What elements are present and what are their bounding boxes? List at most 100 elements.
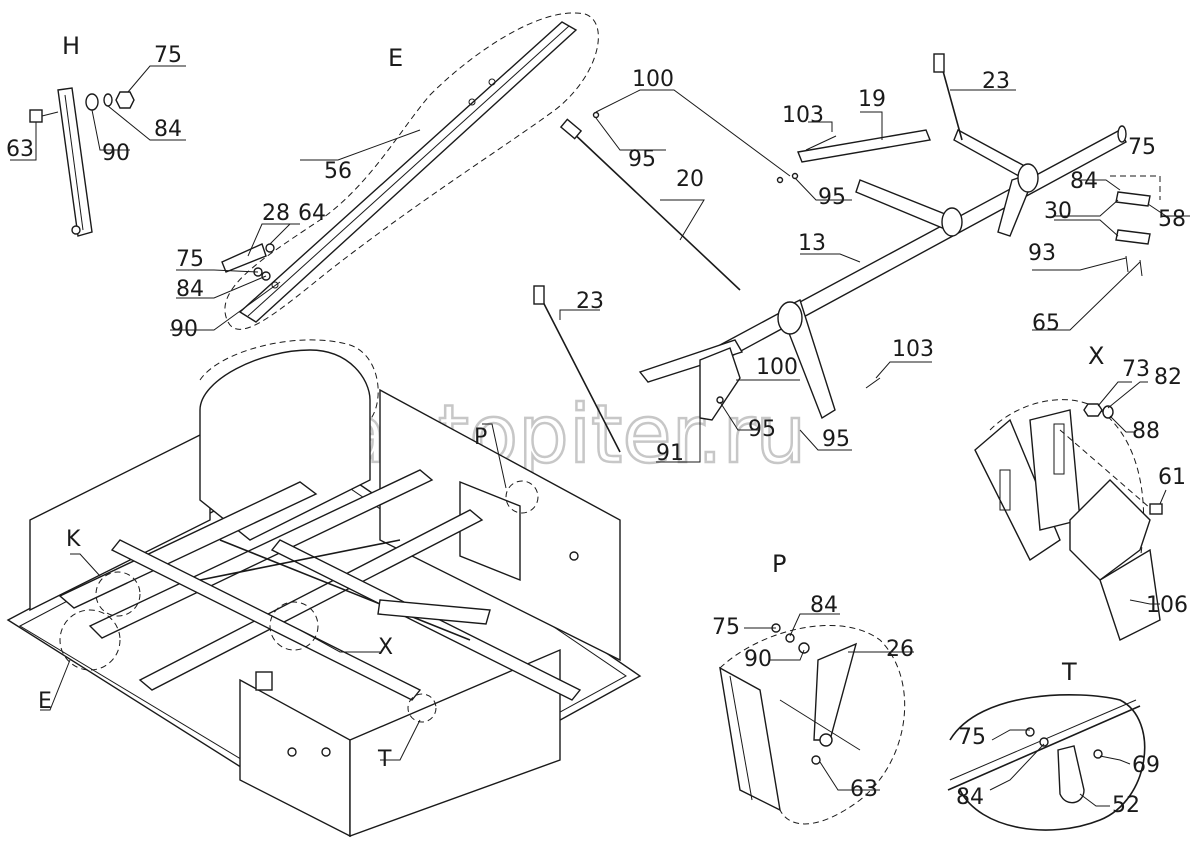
leader <box>482 423 507 489</box>
leader <box>991 729 1030 741</box>
detail-h: H 75 63 90 84 <box>6 32 186 237</box>
leader <box>1097 381 1132 407</box>
detail-h-bolt <box>29 109 43 123</box>
callout-75: 75 <box>958 725 986 750</box>
callout-23: 23 <box>982 69 1010 94</box>
leader <box>1099 755 1131 765</box>
detail-e: E 56 28 64 75 84 90 <box>170 12 599 342</box>
detail-e-bolt <box>265 243 275 253</box>
pin-103b <box>865 377 881 389</box>
leader <box>10 122 37 161</box>
detail-x-title: X <box>1088 342 1104 370</box>
leader <box>176 269 259 273</box>
leader <box>819 761 880 791</box>
callout-64: 64 <box>298 201 326 226</box>
detail-t-outline <box>949 694 1146 831</box>
callout-106: 106 <box>1146 593 1188 618</box>
callout-93: 93 <box>1028 241 1056 266</box>
callout-13: 13 <box>798 231 826 256</box>
detail-p-lock-washer <box>785 633 795 643</box>
detail-t-lock-washer <box>1039 737 1049 747</box>
leader <box>1054 199 1119 217</box>
callout-100: 100 <box>632 67 674 92</box>
callout-30: 30 <box>1044 199 1072 224</box>
detail-x-nut <box>1083 403 1103 417</box>
callout-61: 61 <box>1158 465 1186 490</box>
rod-20-end <box>559 118 583 140</box>
callout-95: 95 <box>628 147 656 172</box>
frame-beam <box>270 539 582 701</box>
leader <box>1032 261 1141 331</box>
callout-84: 84 <box>810 593 838 618</box>
leader <box>300 129 421 161</box>
cable-23-end <box>933 53 945 73</box>
leader <box>1107 381 1148 409</box>
detail-ref-k <box>95 571 141 617</box>
leader <box>595 117 666 151</box>
detail-e-outline <box>224 12 599 330</box>
pin-103 <box>805 135 837 151</box>
ref-p: P <box>474 425 487 450</box>
detail-x-block <box>1069 479 1151 581</box>
housing-hood <box>199 349 371 541</box>
washer-95 <box>791 172 799 180</box>
washer-95 <box>592 111 600 119</box>
housing-fitting <box>287 747 297 757</box>
callout-84: 84 <box>176 277 204 302</box>
detail-h-bolt-shank <box>41 111 59 117</box>
callout-84: 84 <box>956 785 984 810</box>
dashed-boundary <box>1110 175 1161 200</box>
callout-84: 84 <box>154 117 182 142</box>
detail-h-title: H <box>62 32 80 60</box>
clamp-58 <box>1115 229 1151 245</box>
housing-back-wall <box>29 428 211 612</box>
callout-100: 100 <box>756 355 798 380</box>
detail-e-hole <box>271 281 279 289</box>
detail-t: T 75 84 69 52 <box>947 658 1160 831</box>
detail-e-title: E <box>388 44 403 72</box>
callout-73: 73 <box>1122 357 1150 382</box>
washer-95 <box>776 176 784 184</box>
bolt-65 <box>1125 255 1129 273</box>
rod-20 <box>569 129 741 291</box>
detail-x: X 73 82 88 61 106 <box>974 342 1188 641</box>
leader <box>269 223 300 245</box>
detail-x-slot <box>1053 423 1065 475</box>
bracket-91 <box>699 347 741 421</box>
detail-h-bracket <box>57 87 93 237</box>
detail-e-hole <box>468 98 476 106</box>
callout-75: 75 <box>1128 135 1156 160</box>
detail-ref-e <box>59 609 121 671</box>
housing-port <box>255 671 273 691</box>
leader <box>799 429 852 451</box>
detail-x-bolt <box>1149 503 1163 515</box>
detail-p-wall-edge <box>729 675 753 801</box>
ref-e: E <box>38 689 52 714</box>
callout-23: 23 <box>576 289 604 314</box>
shaft-end <box>1117 125 1127 143</box>
linkage-lever <box>377 599 491 625</box>
detail-h-bracket-edge <box>64 94 84 231</box>
detail-p-title: P <box>772 550 786 578</box>
detail-p-bolt <box>811 755 821 765</box>
hub-mid <box>941 207 963 237</box>
detail-ref-p <box>505 480 539 514</box>
leader <box>1159 489 1167 505</box>
leader <box>1054 219 1119 237</box>
clamp-30 <box>1115 191 1151 207</box>
leader <box>70 553 101 577</box>
washer-100 <box>716 396 724 404</box>
detail-t-edge <box>947 705 1141 791</box>
ref-t: T <box>377 747 392 772</box>
callout-65: 65 <box>1032 311 1060 336</box>
detail-t-nut <box>1025 727 1035 737</box>
callout-90: 90 <box>744 647 772 672</box>
leader <box>40 659 71 711</box>
callout-95: 95 <box>818 185 846 210</box>
leader <box>719 401 760 431</box>
leader <box>595 89 791 177</box>
leader <box>559 309 600 320</box>
frame-beam <box>58 481 318 609</box>
detail-t-title: T <box>1061 658 1077 686</box>
detail-p-edge <box>779 699 861 751</box>
